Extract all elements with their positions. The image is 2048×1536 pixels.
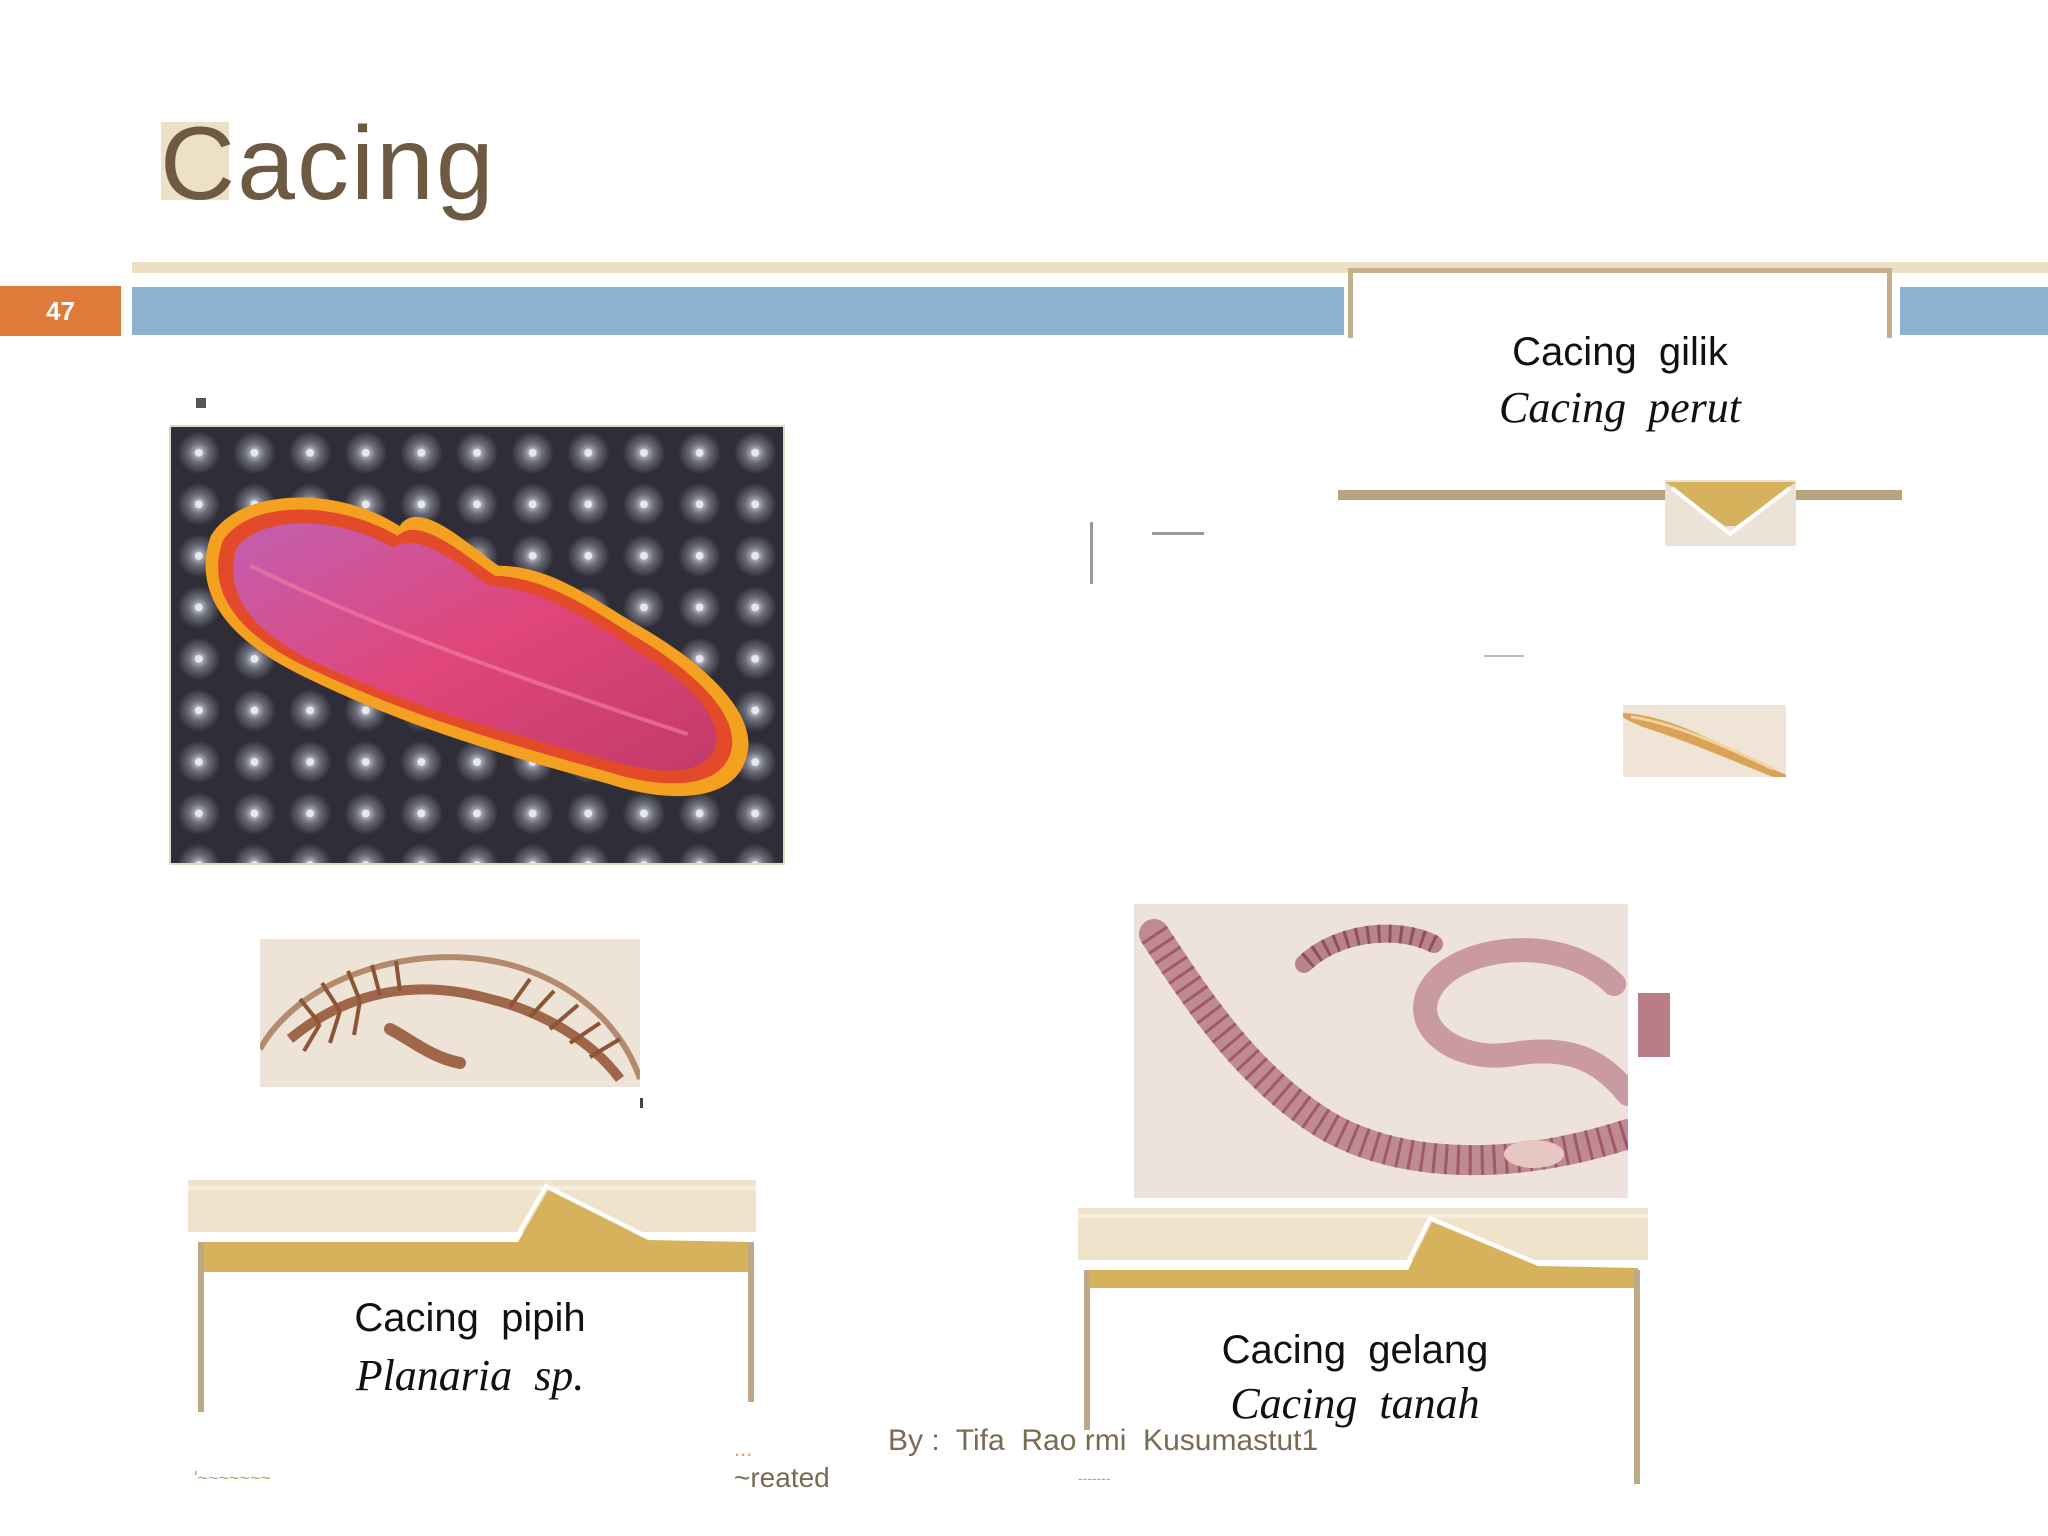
label-frame-gilik: [1348, 268, 1892, 338]
label-gelang-latin: Cacing tanah: [1230, 1379, 1480, 1428]
footer-ellipsis: ...: [734, 1436, 753, 1461]
planaria-photo: [169, 425, 785, 865]
footer-created: ~reated: [734, 1462, 830, 1493]
flatworm-illustration: [260, 939, 640, 1087]
roundworm-fragment-image: [1623, 705, 1786, 777]
label-gelang-common: Cacing gelang: [1221, 1328, 1489, 1372]
label-gelang: Cacing gelang Cacing tanah: [1100, 1326, 1610, 1431]
label-gilik-latin: Cacing perut: [1499, 383, 1741, 432]
stray-mark-vertical: [1090, 522, 1093, 584]
footer-squiggle-mid: -------: [1078, 1470, 1111, 1486]
page-title: Cacing: [160, 106, 496, 222]
header-bar-left: [132, 287, 1344, 335]
stray-tick: [640, 1098, 643, 1108]
footer-author: By : Tifa Rao rmi Kusumastut1: [888, 1424, 1319, 1457]
header-bar-right: [1900, 287, 2048, 335]
label-frame-pipih: [188, 1180, 756, 1412]
stray-mark-small: [1484, 655, 1524, 657]
earthworm-illustration: [1134, 904, 1628, 1198]
footer-squiggle-left: '~~~~~~~: [194, 1468, 272, 1488]
stray-mark-horizontal: [1152, 532, 1204, 535]
earthworm-fragment: [1638, 993, 1670, 1057]
title-decoration: [161, 122, 229, 200]
header-rule-top: [132, 262, 2048, 273]
label-pipih: Cacing pipih Planaria sp.: [210, 1294, 730, 1403]
label-gilik-divider: [1338, 480, 1902, 546]
label-gilik-common: Cacing gilik: [1512, 330, 1728, 374]
bullet-mark: [196, 398, 206, 408]
label-pipih-latin: Planaria sp.: [355, 1351, 585, 1400]
label-gilik: Cacing gilik Cacing perut: [1380, 328, 1860, 435]
slide-number: 47: [0, 286, 121, 336]
label-pipih-common: Cacing pipih: [354, 1296, 586, 1340]
label-frame-gelang: [1078, 1208, 1648, 1484]
